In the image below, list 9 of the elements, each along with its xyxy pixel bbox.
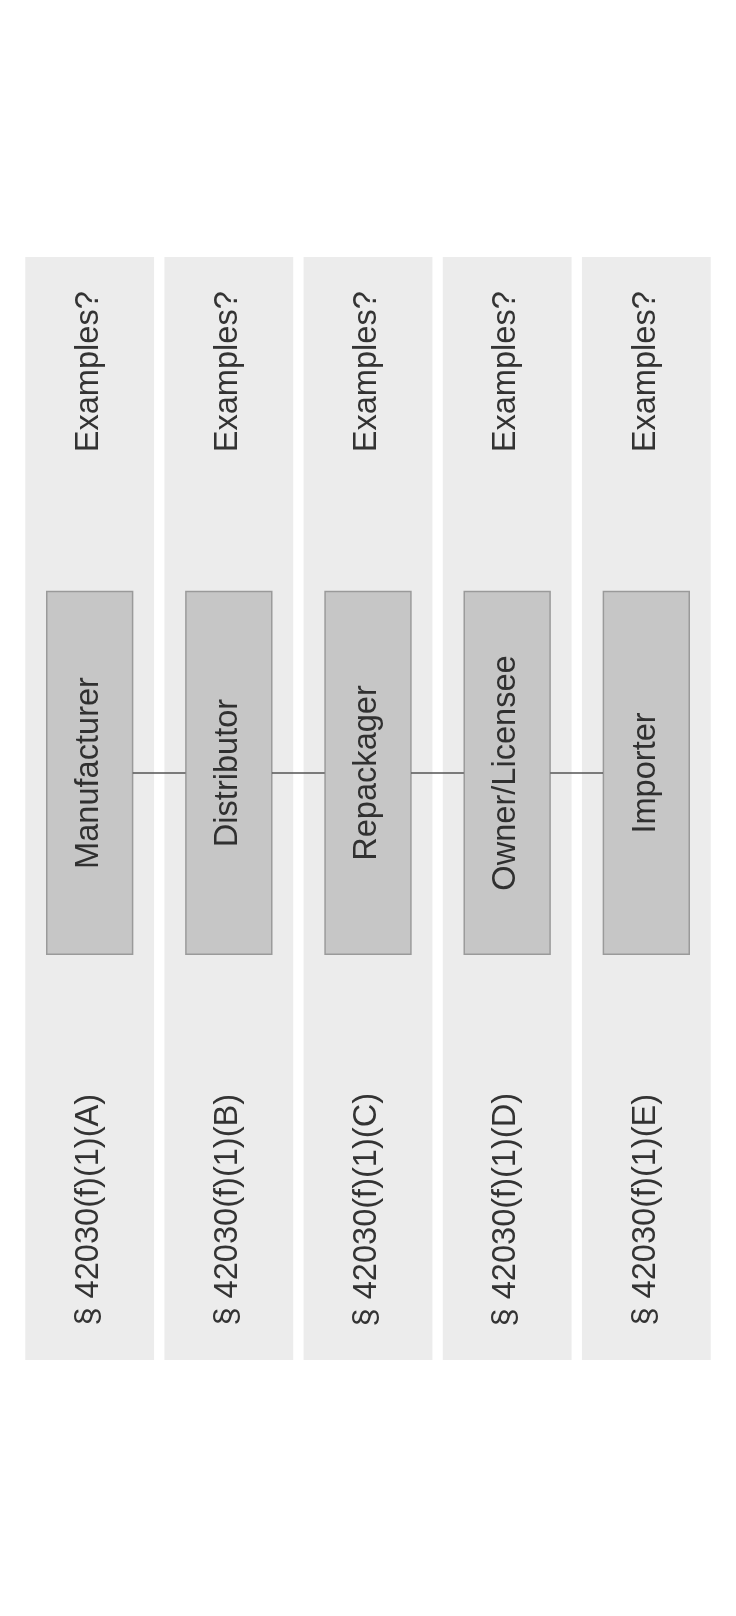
node-box: Distributor [185,590,273,955]
node-box: Owner/Licensee [463,590,551,955]
node-box: Manufacturer [46,590,134,955]
connector [132,771,187,774]
connector [549,771,604,774]
connector [410,771,465,774]
node-box: Repackager [324,590,412,955]
node-box: Importer [602,590,690,955]
connector [271,771,326,774]
